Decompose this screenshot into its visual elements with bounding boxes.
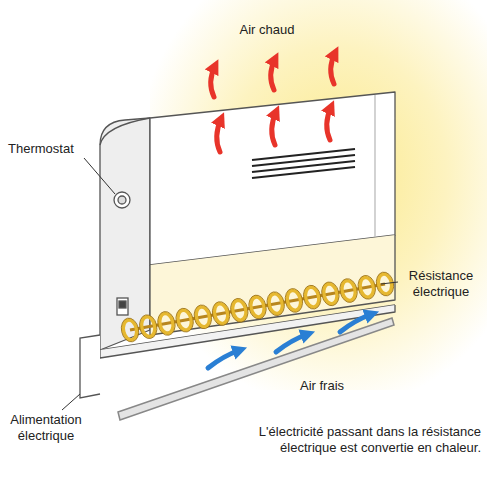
part-label: Thermostat (8, 141, 88, 157)
coil-ring-edge (174, 307, 196, 334)
coil-ring-edge (119, 316, 141, 343)
part-label: Résistance électrique (399, 268, 483, 299)
coil-ring-edge (228, 297, 250, 324)
coil-ring-edge (283, 287, 305, 314)
resistor-coil (119, 270, 396, 343)
air-label: Air frais (300, 378, 380, 394)
coil-ring-edge (247, 293, 269, 320)
cool-air-arrows (208, 314, 372, 368)
coil-ring-edge (301, 284, 323, 311)
warm-glow (150, 0, 487, 390)
coil-core (130, 284, 385, 330)
air-label: Air chaud (212, 22, 322, 38)
coil-ring-edge (210, 300, 232, 327)
coil-ring-edge (192, 303, 214, 330)
hot-air-arrows (211, 53, 335, 152)
coil-ring-edge (356, 274, 378, 301)
caption: L'électricité passant dans la résistance… (205, 424, 481, 455)
heater-body (100, 92, 395, 358)
power-switch (117, 298, 128, 315)
coil-ring-edge (265, 290, 287, 317)
leader-lines (62, 158, 398, 410)
coil-ring-edge (320, 280, 342, 307)
coil-ring-edge (137, 313, 159, 340)
part-label: Alimentation électrique (2, 412, 90, 443)
power-supply (80, 335, 100, 398)
coil-ring-edge (338, 277, 360, 304)
coil-ring-edge (156, 310, 178, 337)
thermostat-knob (114, 192, 130, 208)
grille (252, 149, 355, 178)
